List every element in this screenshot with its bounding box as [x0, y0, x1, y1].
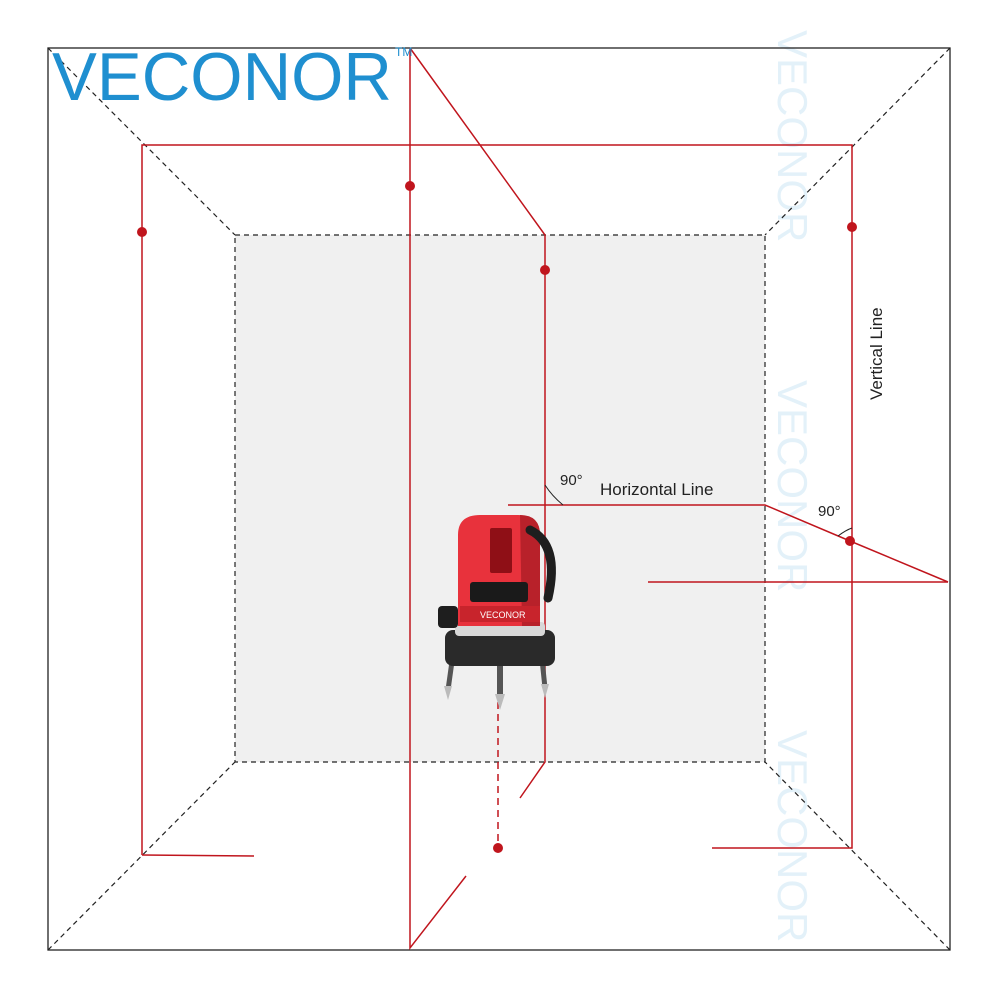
angle-arc-left — [544, 484, 564, 506]
watermark-group: VECONOR VECONOR VECONOR — [769, 30, 816, 942]
room-edges — [47, 47, 951, 951]
laser-left-floor — [141, 854, 255, 857]
laser-center-vertical — [409, 48, 467, 951]
laser-lines — [141, 47, 949, 951]
laser-dot — [847, 222, 857, 232]
laser-horizontal-line — [508, 504, 949, 583]
brand-logo-text: VECONOR — [52, 39, 392, 115]
angle-label-left: 90° — [560, 472, 583, 489]
angle-arc-right — [837, 527, 853, 537]
device-lower-window — [470, 582, 528, 602]
device-foot-left — [444, 686, 452, 700]
room-front-frame — [47, 47, 951, 951]
laser-dot — [405, 181, 415, 191]
device-window — [490, 528, 512, 573]
laser-ceiling-diagonal — [409, 47, 546, 799]
device-handle — [525, 525, 556, 603]
watermark-text-1: VECONOR — [769, 30, 816, 242]
watermark-text-2: VECONOR — [769, 380, 816, 592]
laser-left-wall — [141, 144, 853, 855]
brand-logo: VECONOR TM — [52, 39, 412, 115]
brand-trademark: TM — [395, 45, 412, 59]
laser-dot — [540, 265, 550, 275]
device-foot-right — [541, 684, 549, 698]
room-back-frame — [234, 234, 766, 763]
laser-dot — [845, 536, 855, 546]
laser-level-device: VECONOR — [438, 515, 556, 710]
device-base-plate — [445, 630, 555, 666]
horizontal-line-label: Horizontal Line — [600, 480, 713, 499]
laser-dot — [493, 843, 503, 853]
device-foot-front — [495, 694, 505, 710]
vertical-line-label: Vertical Line — [867, 307, 886, 400]
angle-label-right: 90° — [818, 503, 841, 520]
laser-dots — [137, 181, 857, 853]
device-brand-band — [460, 606, 540, 622]
device-brand-text: VECONOR — [480, 610, 526, 620]
device-knob — [438, 606, 458, 628]
watermark-text-3: VECONOR — [769, 730, 816, 942]
laser-dot — [137, 227, 147, 237]
